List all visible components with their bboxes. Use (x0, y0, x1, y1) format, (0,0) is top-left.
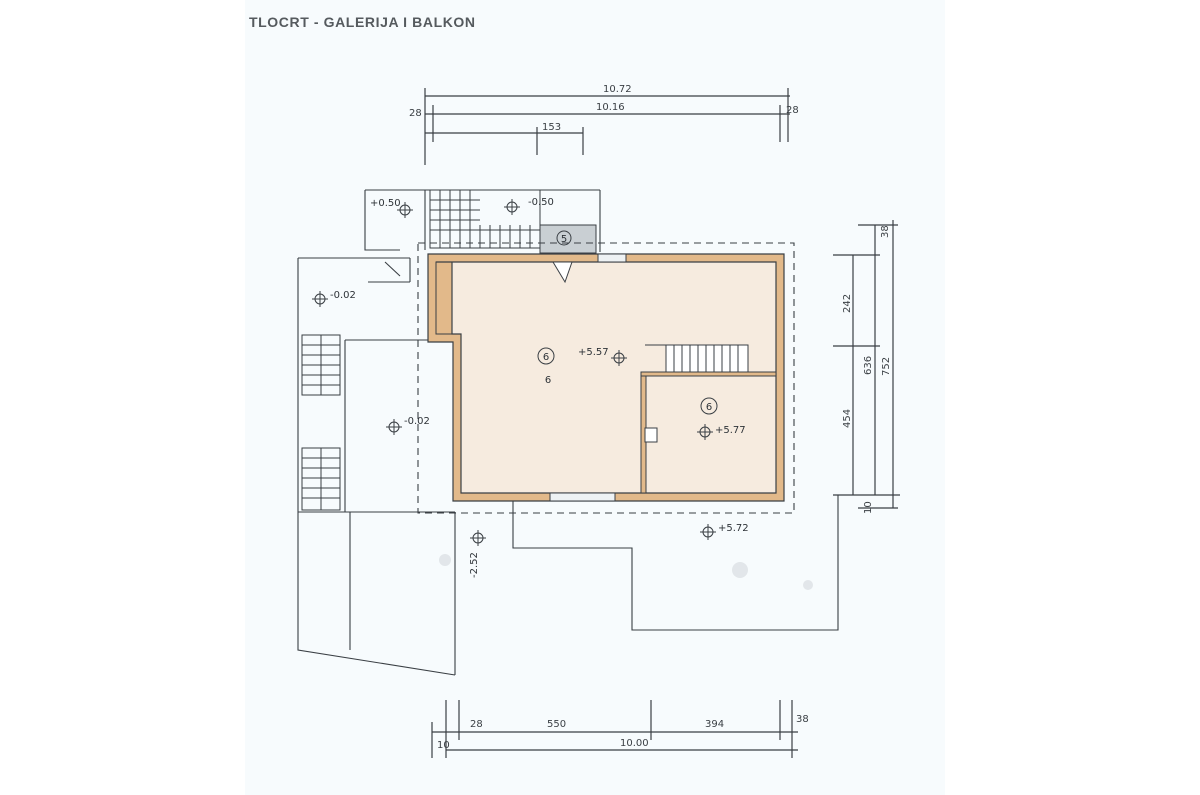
left-stairs-upper (301, 334, 341, 396)
level-terrace-upper-left: +0.50 (370, 198, 401, 209)
dim-top-inner: 10.16 (596, 102, 625, 113)
dim-right-lower: 454 (842, 409, 853, 428)
balcony-outline (454, 495, 839, 675)
terrace-stairs (429, 189, 541, 249)
dim-bottom-seg2: 394 (705, 719, 724, 730)
svg-text:6: 6 (543, 352, 549, 363)
gallery-floor (432, 258, 780, 497)
dim-bottom-left-end: 28 (470, 719, 483, 730)
partition-niche (644, 427, 658, 443)
scan-smudges (439, 554, 813, 590)
roof-outline (417, 242, 795, 514)
window-bottom (549, 492, 616, 502)
level-room: +5.77 (715, 425, 746, 436)
top-dimension-chain (424, 88, 790, 165)
dim-right-upper: 242 (842, 294, 853, 313)
left-yard (297, 257, 456, 676)
left-stairs-lower (301, 447, 341, 511)
dim-top-left-end: 28 (409, 108, 422, 119)
level-marker-left-yard (386, 419, 402, 435)
dim-bottom-right-end: 38 (796, 714, 809, 725)
dim-top-segment: 153 (542, 122, 561, 133)
dim-right-top: 38 (880, 225, 891, 238)
window-top (597, 253, 627, 263)
bottom-dimension-chain (431, 700, 798, 758)
right-dimension-chain (833, 220, 900, 509)
dim-right-mid: 636 (863, 356, 874, 375)
room-tag-room: 6 (700, 397, 718, 415)
level-terrace-upper: -0.50 (528, 197, 554, 208)
level-marker-left-yard-top (312, 291, 328, 307)
dim-top-right-end: 28 (786, 105, 799, 116)
level-left-yard: -0.02 (404, 416, 430, 427)
level-marker-balcony-left (470, 530, 486, 546)
dim-top-total: 10.72 (603, 84, 632, 95)
entry-door (552, 261, 573, 284)
level-marker-terrace-upper (504, 199, 520, 215)
dim-bottom-seg1: 550 (547, 719, 566, 730)
small-room-block (539, 224, 597, 254)
page-title: TLOCRT - GALERIJA I BALKON (249, 14, 476, 30)
dim-right-bottom: 10 (863, 501, 874, 514)
interior-stairs (645, 344, 749, 373)
room-tag-gallery-sub: 6 (545, 375, 551, 386)
room-tag-small: 5 (556, 230, 572, 246)
svg-text:5: 5 (561, 234, 567, 245)
level-balcony: +5.72 (718, 523, 749, 534)
room-tag-gallery: 6 6 (537, 347, 555, 386)
dim-bottom-total: 10.00 (620, 738, 649, 749)
level-marker-room (697, 424, 713, 440)
level-gallery: +5.57 (578, 347, 609, 358)
dim-bottom-left-small: 10 (437, 740, 450, 751)
inner-wall-line (435, 261, 777, 494)
dim-right-total: 752 (881, 357, 892, 376)
level-balcony-left: -2.52 (469, 552, 480, 578)
level-marker-gallery (611, 350, 627, 366)
level-left-yard-top: -0.02 (330, 290, 356, 301)
svg-text:6: 6 (706, 402, 712, 413)
level-marker-balcony (700, 524, 716, 540)
level-marker-terrace-upper-left (397, 202, 413, 218)
